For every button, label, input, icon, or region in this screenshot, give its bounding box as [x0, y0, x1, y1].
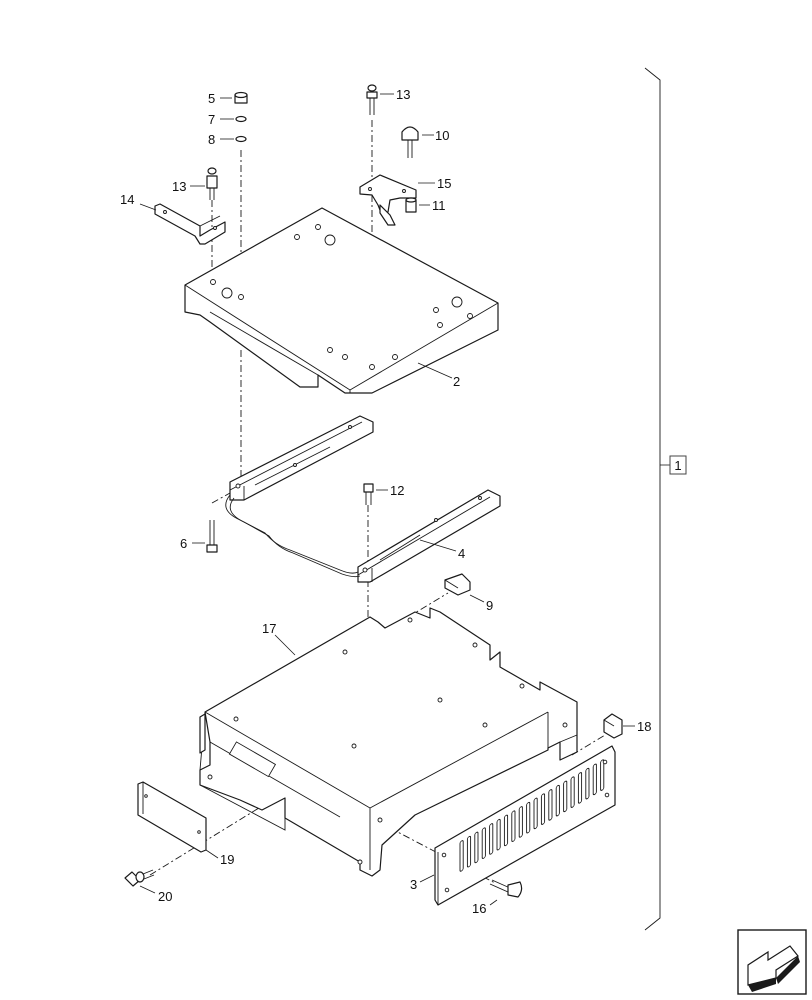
- screw-12: 12: [363, 483, 404, 505]
- louver-slot: [548, 789, 553, 821]
- bolt-13-right: 13: [366, 84, 410, 115]
- nut-stack: 5 7 8: [208, 91, 248, 147]
- louver-slot: [474, 831, 479, 864]
- louvered-cover: 3: [410, 745, 616, 906]
- callout-15: 15: [437, 176, 451, 191]
- screw-6: 6: [180, 520, 218, 553]
- callout-18: 18: [637, 719, 651, 734]
- bolt-13-left: 13: [172, 167, 218, 200]
- callout-4-group: 4: [419, 539, 465, 561]
- callout-6: 6: [180, 536, 187, 551]
- callout-13-top: 13: [396, 87, 410, 102]
- callout-2-group: 2: [417, 362, 460, 389]
- louver-slots: [459, 759, 605, 872]
- louver-slot: [481, 827, 486, 859]
- cover-plate-19: 19: [137, 781, 234, 867]
- callout-3: 3: [410, 877, 417, 892]
- bolt-16: 16: [472, 879, 523, 916]
- slide-rail-left: [229, 415, 374, 501]
- assembly-bracket: 1: [644, 67, 687, 931]
- louver-slot: [585, 767, 590, 800]
- callout-5: 5: [208, 91, 215, 106]
- next-page-arrow-icon[interactable]: [737, 929, 807, 995]
- louver-slot: [563, 780, 568, 813]
- release-cable: [225, 494, 361, 578]
- callout-7: 7: [208, 112, 215, 127]
- callout-11: 11: [432, 198, 446, 213]
- louver-slot: [592, 763, 597, 796]
- callout-14: 14: [120, 192, 134, 207]
- top-mounting-plate: [184, 207, 499, 394]
- callout-10: 10: [435, 128, 449, 143]
- louver-slot: [466, 835, 472, 868]
- base-frame: [199, 607, 578, 877]
- callout-2: 2: [453, 374, 460, 389]
- louver-slot: [533, 797, 538, 830]
- slide-rail-right: [357, 489, 501, 583]
- callout-20: 20: [158, 889, 172, 904]
- callout-17: 17: [262, 621, 276, 636]
- callout-19: 19: [220, 852, 234, 867]
- louver-slot: [540, 793, 546, 825]
- callout-9: 9: [486, 598, 493, 613]
- callout-17-group: 17: [262, 621, 296, 656]
- callout-1: 1: [674, 458, 681, 473]
- bracket-14: 14: [120, 192, 226, 245]
- callout-8: 8: [208, 132, 215, 147]
- louver-slot: [570, 776, 575, 808]
- louver-slot: [459, 840, 464, 872]
- clip-18: 18: [603, 713, 651, 739]
- callout-16: 16: [472, 901, 486, 916]
- callout-12: 12: [390, 483, 404, 498]
- louver-slot: [518, 806, 523, 838]
- knob-10: 10: [401, 126, 449, 158]
- louver-slot: [600, 759, 605, 791]
- louver-slot: [526, 801, 531, 834]
- clip-11: 11: [405, 197, 446, 213]
- louver-slot: [503, 814, 509, 847]
- louver-slot: [555, 784, 560, 817]
- bolt-20: 20: [124, 869, 172, 904]
- louver-slot: [489, 823, 494, 855]
- callout-13-left: 13: [172, 179, 186, 194]
- bracket-15: 15: [359, 174, 451, 226]
- louver-slot: [577, 772, 583, 804]
- callout-4: 4: [458, 546, 465, 561]
- louver-slot: [511, 810, 516, 842]
- clip-9: 9: [444, 573, 493, 613]
- louver-slot: [496, 818, 501, 851]
